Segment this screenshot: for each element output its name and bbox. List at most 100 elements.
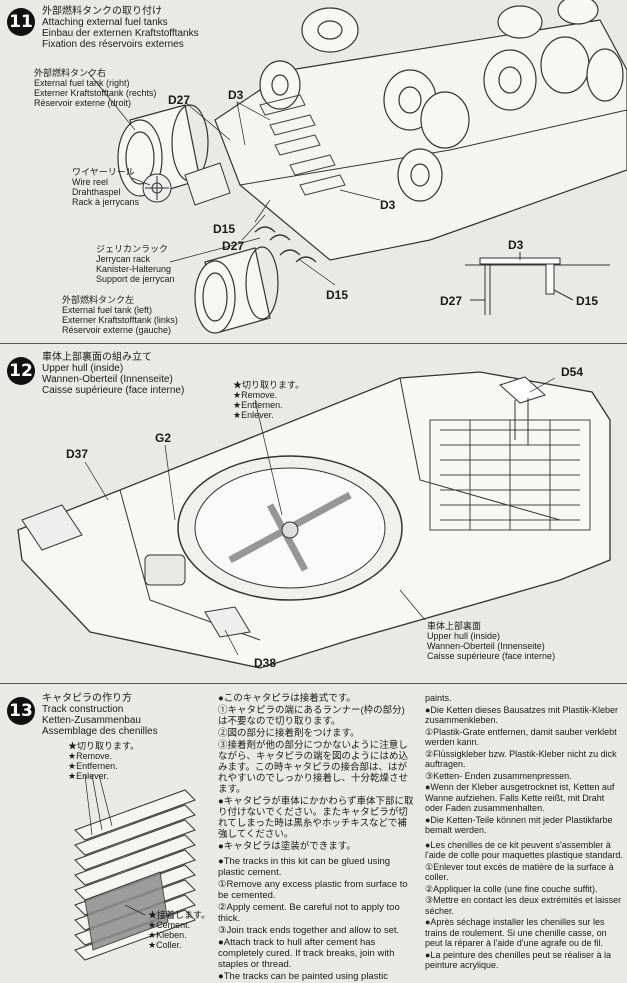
instruction-line: ●このキャタピラは接着式です。 [218,693,356,704]
part-label: G2 [155,431,172,445]
title-jp: キャタピラの作り方 [42,693,132,704]
label-tank-right: 外部燃料タンク右 External fuel tank (right) Exte… [34,68,156,108]
label-line: External fuel tank (right) [34,78,130,88]
title-fr: Caisse supérieure (face interne) [42,385,185,396]
step-13-title: キャタピラの作り方 Track construction Ketten-Zusa… [42,693,158,737]
label-line: ★Remove. [233,390,278,400]
instruction-line: ●The tracks in this kit can be glued usi… [218,856,391,878]
inset-part-label: D27 [440,294,463,308]
instruction-line: ①キャタピラの端にあるランナー(枠の部分)は不要なので切り取ります。 [218,705,405,727]
label-line: ★Entfernen. [233,400,283,410]
instruction-line: paints. [425,693,452,703]
part-label: D38 [254,656,277,670]
instruction-line: ●Die Ketten dieses Bausatzes mit Plastik… [425,704,619,726]
label-line: 外部燃料タンク左 [62,295,135,305]
label-line: Réservoir externe (droit) [34,98,132,108]
label-line: ★Enlever. [233,410,274,420]
step-11-number: 11 [7,8,35,36]
label-line: ★Coller. [148,940,182,950]
label-remove: ★切り取ります。 ★Remove. ★Entfernen. ★Enlever. [233,380,304,420]
instruction-line: ●キャタピラが車体にかかわらず車体下部に取り付けないでください。またキャタピラが… [218,796,414,840]
title-en: Attaching external fuel tanks [42,17,168,28]
instructions-de-fr: paints. ●Die Ketten dieses Bausatzes mit… [425,693,623,972]
label-line: ★接着します。 [148,910,211,920]
part-label: D3 [380,198,396,212]
title-de: Wannen-Oberteil (Innenseite) [42,374,173,385]
part-label: D27 [222,239,245,253]
label-line: ジェリカンラック [96,244,169,254]
instruction-line: ●Die Ketten-Teile können mit jeder Plast… [425,814,613,836]
title-en: Track construction [42,704,124,715]
instruction-line: ②図の部分に接着剤をつけます。 [218,728,360,739]
label-line: 車体上部裏面 [427,621,482,631]
instructions-jp-en: ●このキャタピラは接着式です。 ①キャタピラの端にあるランナー(枠の部分)は不要… [218,693,414,983]
instruction-line: ●Attach track to hull after cement has c… [218,937,395,970]
label-cement: ★接着します。 ★Cement. ★Kleben. ★Coller. [148,910,210,950]
instruction-line: ③Join track ends together and allow to s… [218,925,400,936]
title-jp: 車体上部裏面の組み立て [42,352,152,363]
label-line: Caisse supérieure (face interne) [427,651,556,661]
instruction-line: ③接着剤が他の部分につかないように注意しながら、キャタピラの端を図のようにはめ込… [218,740,409,795]
label-line: Jerrycan rack [96,254,151,264]
part-label: D54 [561,365,584,379]
instruction-line: ①Enlever tout excès de matière de la sur… [425,861,614,883]
instruction-line: ③Ketten- Enden zusammenpressen. [425,770,572,781]
label-line: Réservoir externe (gauche) [62,325,172,335]
label-tank-left: 外部燃料タンク左 External fuel tank (left) Exter… [62,295,178,335]
label-line: ★Remove. [68,751,113,761]
title-en: Upper hull (inside) [42,363,124,374]
label-line: ★切り取ります。 [68,741,140,751]
label-line: Rack à jerrycans [72,197,140,207]
label-line: 外部燃料タンク右 [34,68,107,78]
step-11-title: 外部燃料タンクの取り付け Attaching external fuel tan… [42,6,199,50]
label-line: Wire reel [72,177,109,187]
step-12-title: 車体上部裏面の組み立て Upper hull (inside) Wannen-O… [42,352,184,396]
label-jerrycan-rack: ジェリカンラック Jerrycan rack Kanister-Halterun… [96,244,175,284]
label-remove: ★切り取ります。 ★Remove. ★Entfernen. ★Enlever. [68,741,139,781]
label-line: Kanister-Halterung [96,264,172,274]
title-fr: Fixation des réservoirs externes [42,39,184,50]
instruction-line: ②Flüssigkleber bzw. Plastik-Kleber nicht… [425,748,617,770]
label-wire-reel: ワイヤーリール Wire reel Drahthaspel Rack à jer… [72,167,139,207]
instruction-line: ●Les chenilles de ce kit peuvent s'assem… [425,839,623,861]
title-de: Einbau der externen Kraftstofftanks [42,28,199,39]
step-12-number: 12 [7,357,35,385]
divider [0,683,627,684]
instruction-line: ●The tracks can be painted using plastic [218,971,388,982]
label-line: ★Cement. [148,920,191,930]
label-line: ワイヤーリール [72,167,135,177]
title-jp: 外部燃料タンクの取り付け [42,6,162,17]
label-line: Externer Kraftstofftank (links) [62,315,178,325]
label-upper-hull: 車体上部裏面 Upper hull (inside) Wannen-Oberte… [427,621,555,661]
part-label: D3 [228,88,244,102]
inset-part-label: D3 [508,238,524,252]
label-line: Drahthaspel [72,187,121,197]
part-label: D15 [326,288,349,302]
label-line: Wannen-Oberteil (Innenseite) [427,641,545,651]
label-line: External fuel tank (left) [62,305,153,315]
step-13-number: 13 [7,697,35,725]
instruction-line: ②Apply cement. Be careful not to apply t… [218,902,400,924]
instruction-line: ●Après séchage installer les chenilles s… [425,917,607,948]
part-label: D37 [66,447,89,461]
instruction-line: ●Wenn der Kleber ausgetrocknet ist, Kett… [425,782,615,813]
instruction-line: ②Appliquer la colle (une fine couche suf… [425,883,598,894]
inset-part-label: D15 [576,294,599,308]
instruction-line: ③Mettre en contact les deux extrémités e… [425,895,622,916]
label-line: Externer Kraftstofftank (rechts) [34,88,157,98]
label-line: ★Entfernen. [68,761,118,771]
instruction-line: ①Remove any excess plastic from surface … [218,879,408,901]
instruction-line: ①Plastik-Grate entfernen, damit sauber v… [425,726,617,748]
title-de: Ketten-Zusammenbau [42,715,141,726]
divider [0,343,627,344]
instruction-line: ●La peinture des chenilles peut se réali… [425,949,612,971]
label-line: ★Kleben. [148,930,187,940]
part-label: D15 [213,222,236,236]
part-label: D27 [168,93,191,107]
title-fr: Assemblage des chenilles [42,726,158,737]
label-line: ★切り取ります。 [233,380,305,390]
label-line: Upper hull (inside) [427,631,501,641]
